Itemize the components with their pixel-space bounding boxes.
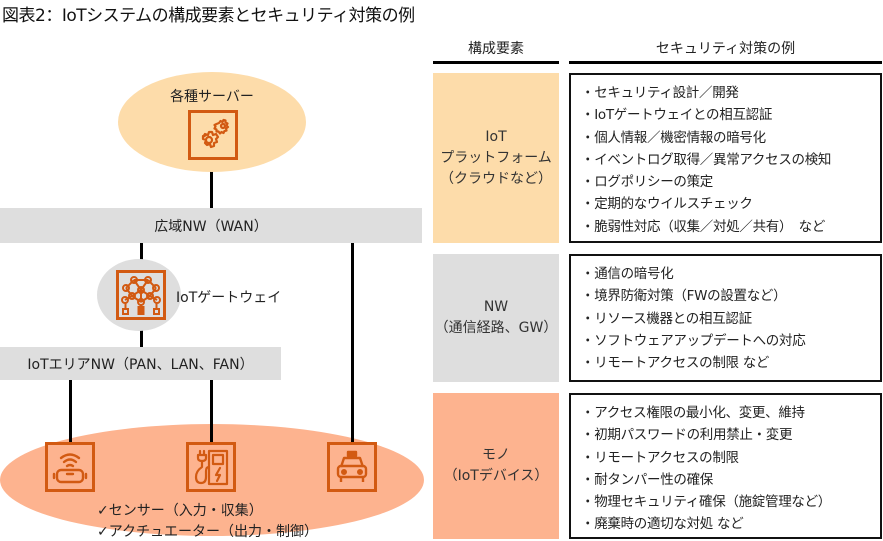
gateway-label: IoTゲートウェイ [176,290,282,306]
measure-item: ・物理セキュリティ確保（施錠管理など） [581,494,831,511]
connector-device1-stub [69,420,72,442]
gateway-network-tree-icon [116,270,166,320]
taxi-car-icon [327,442,377,492]
device-note-sensor: ✓センサー（入力・収集） [97,503,263,519]
measures-iot-platform: ・セキュリティ設計／開発 ・IoTゲートウェイとの相互認証 ・個人情報／機密情報… [569,73,882,243]
wan-bar: 広域NW（WAN） [0,208,422,243]
measure-item: ・IoTゲートウェイとの相互認証 [581,107,773,124]
component-network: NW （通信経路、GW） [433,254,559,382]
measure-item: ・リモートアクセスの制限 [581,449,739,466]
measure-item: ・定期的なウイルスチェック [581,196,753,213]
component-iot-platform: IoT プラットフォーム （クラウドなど） [433,73,559,243]
measure-item: ・個人情報／機密情報の暗号化 [581,129,766,146]
connector-server-wan [210,150,213,210]
measure-item: ・ログポリシーの策定 [581,174,713,191]
measure-item: ・脆弱性対応（収集／対処／共有） など [581,218,826,235]
measure-item: ・境界防衛対策（FWの設置など） [581,288,787,305]
connector-wan-car [351,243,354,443]
measure-item: ・耐タンパー性の確保 [581,471,713,488]
measure-item: ・ソフトウェアアップデートへの対応 [581,332,806,349]
header-measures: セキュリティ対策の例 [655,41,796,57]
measure-item: ・セキュリティ設計／開発 [581,85,739,101]
measure-item: ・リソース機器との相互認証 [581,310,752,327]
gears-icon [188,110,238,160]
measures-devices: ・アクセス権限の最小化、変更、維持 ・初期パスワードの利用禁止・変更 ・リモート… [569,393,882,539]
servers-label: 各種サーバー [170,89,254,105]
connector-area-device1 [69,380,72,440]
measure-item: ・初期パスワードの利用禁止・変更 [581,427,793,444]
measure-item: ・リモートアクセスの制限 など [581,355,770,372]
connector-device2-stub [210,420,213,442]
vr-headset-wifi-icon [45,442,95,492]
header-component-rule [433,61,559,64]
measure-item: ・廃棄時の適切な対処 など [581,516,744,533]
figure-title: 図表2：IoTシステムの構成要素とセキュリティ対策の例 [2,6,415,26]
measure-item: ・通信の暗号化 [581,266,674,282]
connector-area-device2 [210,380,213,440]
iot-area-nw-bar: IoTエリアNW（PAN、LAN、FAN） [0,347,281,380]
header-component: 構成要素 [468,41,524,57]
connector-device3-stub [351,420,354,442]
measure-item: ・アクセス権限の最小化、変更、維持 [581,405,805,421]
measures-network: ・通信の暗号化 ・境界防衛対策（FWの設置など） ・リソース機器との相互認証 ・… [569,254,882,382]
measure-item: ・イベントログ取得／異常アクセスの検知 [581,151,832,168]
device-note-actuator: ✓アクチュエーター（出力・制御） [97,524,319,540]
header-measures-rule [569,61,882,64]
ev-charger-icon [186,442,236,492]
component-devices: モノ （IoTデバイス） [433,393,559,539]
